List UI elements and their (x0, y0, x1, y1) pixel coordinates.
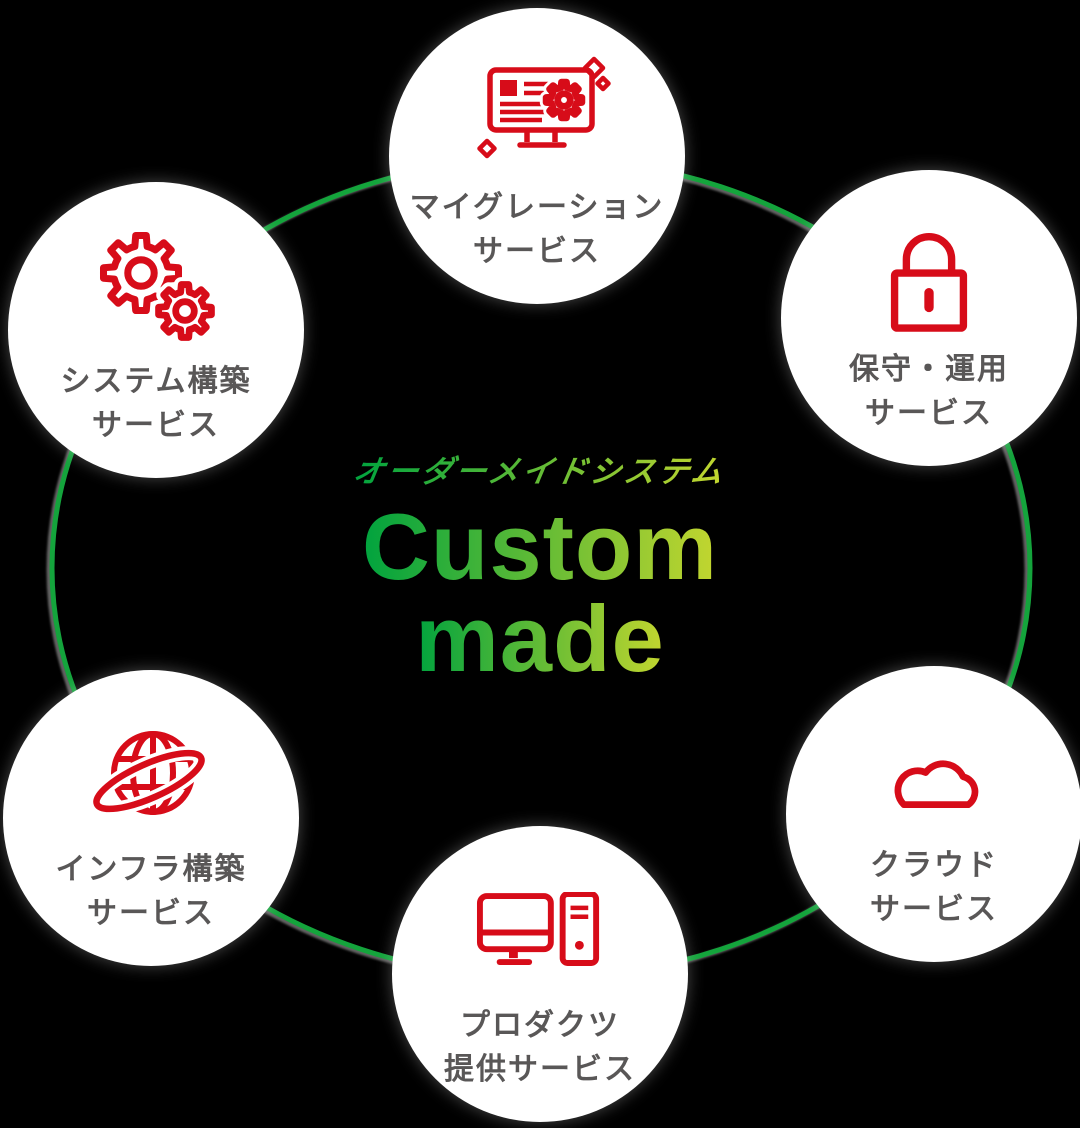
service-circle-infrastructure: インフラ構築 サービス (3, 670, 299, 966)
double-gear-icon (89, 228, 224, 346)
service-circle-migration: マイグレーション サービス (389, 8, 685, 304)
service-label: システム構築 サービス (60, 365, 252, 442)
lock-icon (870, 216, 988, 334)
service-circle-cloud: クラウド サービス (786, 666, 1080, 962)
globe-orbit-icon (91, 716, 211, 834)
service-label: 保守・運用 サービス (849, 353, 1009, 430)
center-title-block: オーダーメイドシステム Custom made (0, 446, 1080, 692)
cloud-icon (877, 712, 991, 830)
service-label: プロダクツ 提供サービス (444, 1009, 636, 1086)
service-label: マイグレーション サービス (409, 191, 665, 268)
service-label: クラウド サービス (870, 849, 998, 926)
service-label: インフラ構築 サービス (55, 853, 247, 930)
monitor-gear-icon (462, 54, 612, 172)
tagline-japanese: オーダーメイドシステム (350, 446, 730, 491)
monitor-tower-icon (476, 872, 604, 990)
service-circle-products: プロダクツ 提供サービス (392, 826, 688, 1122)
service-circle-system-build: システム構築 サービス (8, 182, 304, 478)
service-circle-maintenance: 保守・運用 サービス (781, 170, 1077, 466)
title-made: made (415, 586, 665, 692)
title-custom: Custom (362, 494, 718, 599)
